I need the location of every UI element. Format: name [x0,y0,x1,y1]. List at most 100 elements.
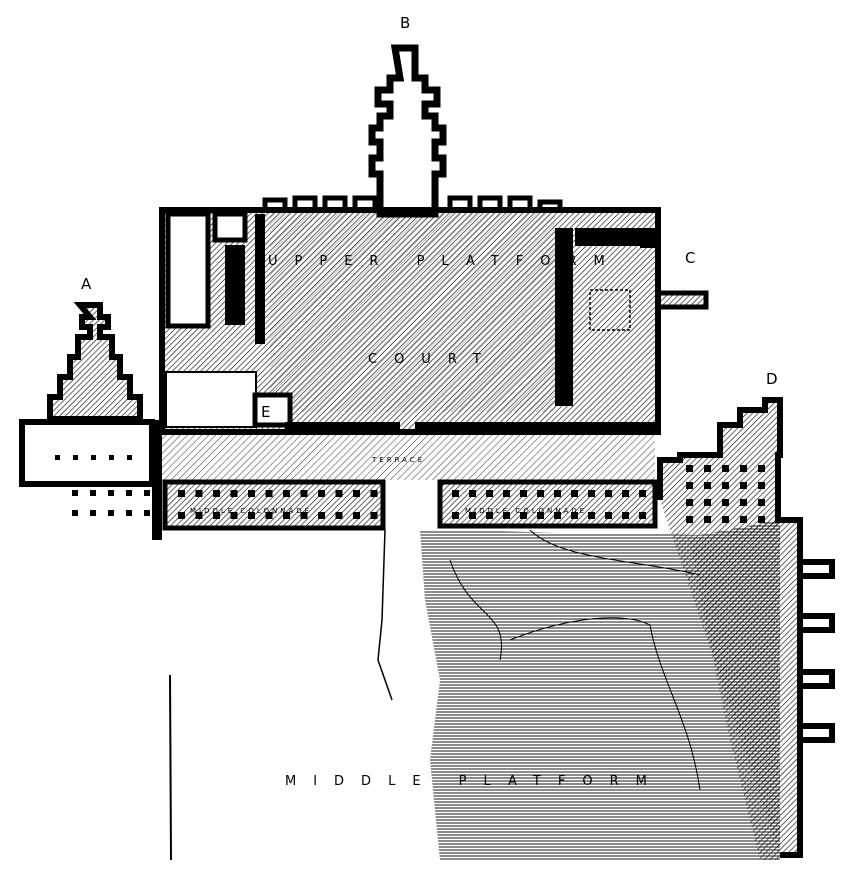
column [55,455,60,460]
column [486,512,493,519]
label-b: B [400,14,410,32]
column [230,490,238,497]
column [265,490,273,497]
column [452,490,459,497]
label-middle-colonnade-right: MIDDLE COLONNADE [465,507,587,515]
column [503,512,510,519]
column [370,512,378,519]
column [108,510,114,516]
column [335,490,343,497]
column [571,490,578,497]
column [127,455,132,460]
column [283,512,290,519]
column [300,512,308,519]
label-middle-colonnade-left: MIDDLE COLONNADE [190,507,312,515]
column [704,516,711,523]
column [126,490,132,496]
column [178,490,185,497]
column [370,490,378,497]
column [758,482,765,489]
column [109,455,114,460]
column [91,455,96,460]
column [503,490,510,497]
column [605,490,612,497]
column [353,490,360,497]
middle-colonnade-left [162,479,386,531]
column [248,512,255,519]
column [469,490,476,497]
column [318,512,325,519]
column [686,482,693,489]
column [722,516,729,523]
column [622,490,629,497]
column [90,510,96,516]
column [758,516,765,523]
middle-colonnade-right [437,479,658,529]
column [554,490,561,497]
column [213,490,220,497]
column [283,490,290,497]
label-upper-platform: UPPER PLATFORM [268,254,622,269]
column [740,465,747,472]
column [213,512,220,519]
column [722,499,729,506]
column [686,465,693,472]
column [758,499,765,506]
column [90,490,96,496]
column [265,512,273,519]
column [605,512,612,519]
sanctuary-b [368,44,447,218]
column [230,512,238,519]
label-terrace: TERRACE [371,456,425,464]
column [740,499,747,506]
column [469,512,476,519]
column [740,482,747,489]
column [520,512,527,519]
column [686,499,693,506]
shrine-a [19,302,155,516]
column [195,490,203,497]
label-d: D [766,370,778,388]
terrace [152,420,655,540]
column [178,512,185,519]
column [195,512,203,519]
column [639,490,646,497]
column [622,512,629,519]
column [452,512,459,519]
column [73,455,78,460]
building-d [657,397,835,858]
column [353,512,360,519]
column [335,512,343,519]
label-e: E [261,403,270,421]
column [740,516,747,523]
column [704,465,711,472]
column [72,510,78,516]
column [126,510,132,516]
annex-c [655,290,709,310]
column [704,499,711,506]
column [722,465,729,472]
label-middle-platform: MIDDLE PLATFORM [285,774,664,789]
column [300,490,308,497]
label-a: A [81,275,92,293]
column [537,490,544,497]
column [758,465,765,472]
column [72,490,78,496]
column [686,516,693,523]
column [722,482,729,489]
column [571,512,578,519]
column [537,512,544,519]
upper-court [159,195,661,435]
column [639,512,646,519]
column [704,482,711,489]
column [108,490,114,496]
column [318,490,325,497]
column [554,512,561,519]
label-court: COURT [368,352,498,367]
column [144,510,150,516]
column [486,490,493,497]
label-c: C [685,249,695,267]
column [144,490,150,496]
column [520,490,527,497]
